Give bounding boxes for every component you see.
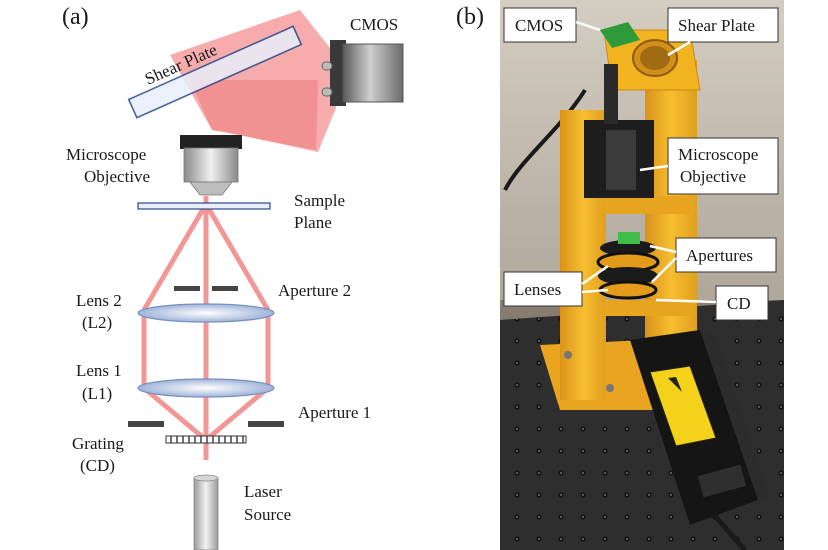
lens-2-label-line2: (L2) <box>82 313 112 332</box>
panel-b-photo: CMOS Shear Plate Microscope Objective Ap… <box>500 0 784 550</box>
callout-lenses: Lenses <box>503 264 609 307</box>
callout-cd: CD <box>655 285 769 321</box>
callout-apertures: Apertures <box>649 237 777 283</box>
callout-apertures-label: Apertures <box>686 246 753 265</box>
sample-plane-label-line2: Plane <box>294 213 332 232</box>
lens-1 <box>137 378 275 398</box>
aperture-2-label: Aperture 2 <box>278 281 351 300</box>
panel-a-letter: (a) <box>62 4 89 30</box>
laser-source <box>193 474 219 550</box>
sample-plane-label-line1: Sample <box>294 191 345 210</box>
lens-2-label-line1: Lens 2 <box>76 291 122 310</box>
callout-shear-plate-label: Shear Plate <box>678 16 755 35</box>
callout-cmos-label: CMOS <box>515 16 563 35</box>
grating-label-line1: Grating <box>72 434 124 453</box>
aperture-2 <box>174 286 238 291</box>
laser-box-photo <box>630 330 770 525</box>
shear-plate-glass <box>127 25 303 119</box>
lens-2 <box>137 303 275 323</box>
callout-cd-label: CD <box>727 294 751 313</box>
microscope-objective <box>180 135 242 196</box>
grating <box>165 435 247 444</box>
lens-1-label-line1: Lens 1 <box>76 361 122 380</box>
beam-paths <box>141 196 271 460</box>
aperture-1-label: Aperture 1 <box>298 403 371 422</box>
cmos-label: CMOS <box>350 15 398 34</box>
lens-1-label-line2: (L1) <box>82 384 112 403</box>
panel-b-letter: (b) <box>456 4 484 30</box>
callout-shear-plate: Shear Plate <box>667 7 779 57</box>
callout-cmos: CMOS <box>503 7 601 43</box>
callout-microscope-line2: Objective <box>680 167 746 186</box>
reflected-beam-core <box>190 80 318 150</box>
microscope-objective-label-line2: Objective <box>84 167 150 186</box>
callout-microscope-objective: Microscope Objective <box>639 137 779 195</box>
cmos-camera <box>321 40 404 106</box>
cable <box>503 88 587 191</box>
callout-lenses-label: Lenses <box>514 280 561 299</box>
sample-plane <box>137 202 271 210</box>
microscope-objective-label-line1: Microscope <box>66 145 146 164</box>
grating-label-line2: (CD) <box>80 456 115 475</box>
panel-a-schematic: Shear Plate CMOS Microscope Objective <box>62 4 404 550</box>
laser-source-label-line2: Source <box>244 505 291 524</box>
aperture-1 <box>128 421 284 427</box>
callout-microscope-line1: Microscope <box>678 145 758 164</box>
laser-source-label-line1: Laser <box>244 482 282 501</box>
